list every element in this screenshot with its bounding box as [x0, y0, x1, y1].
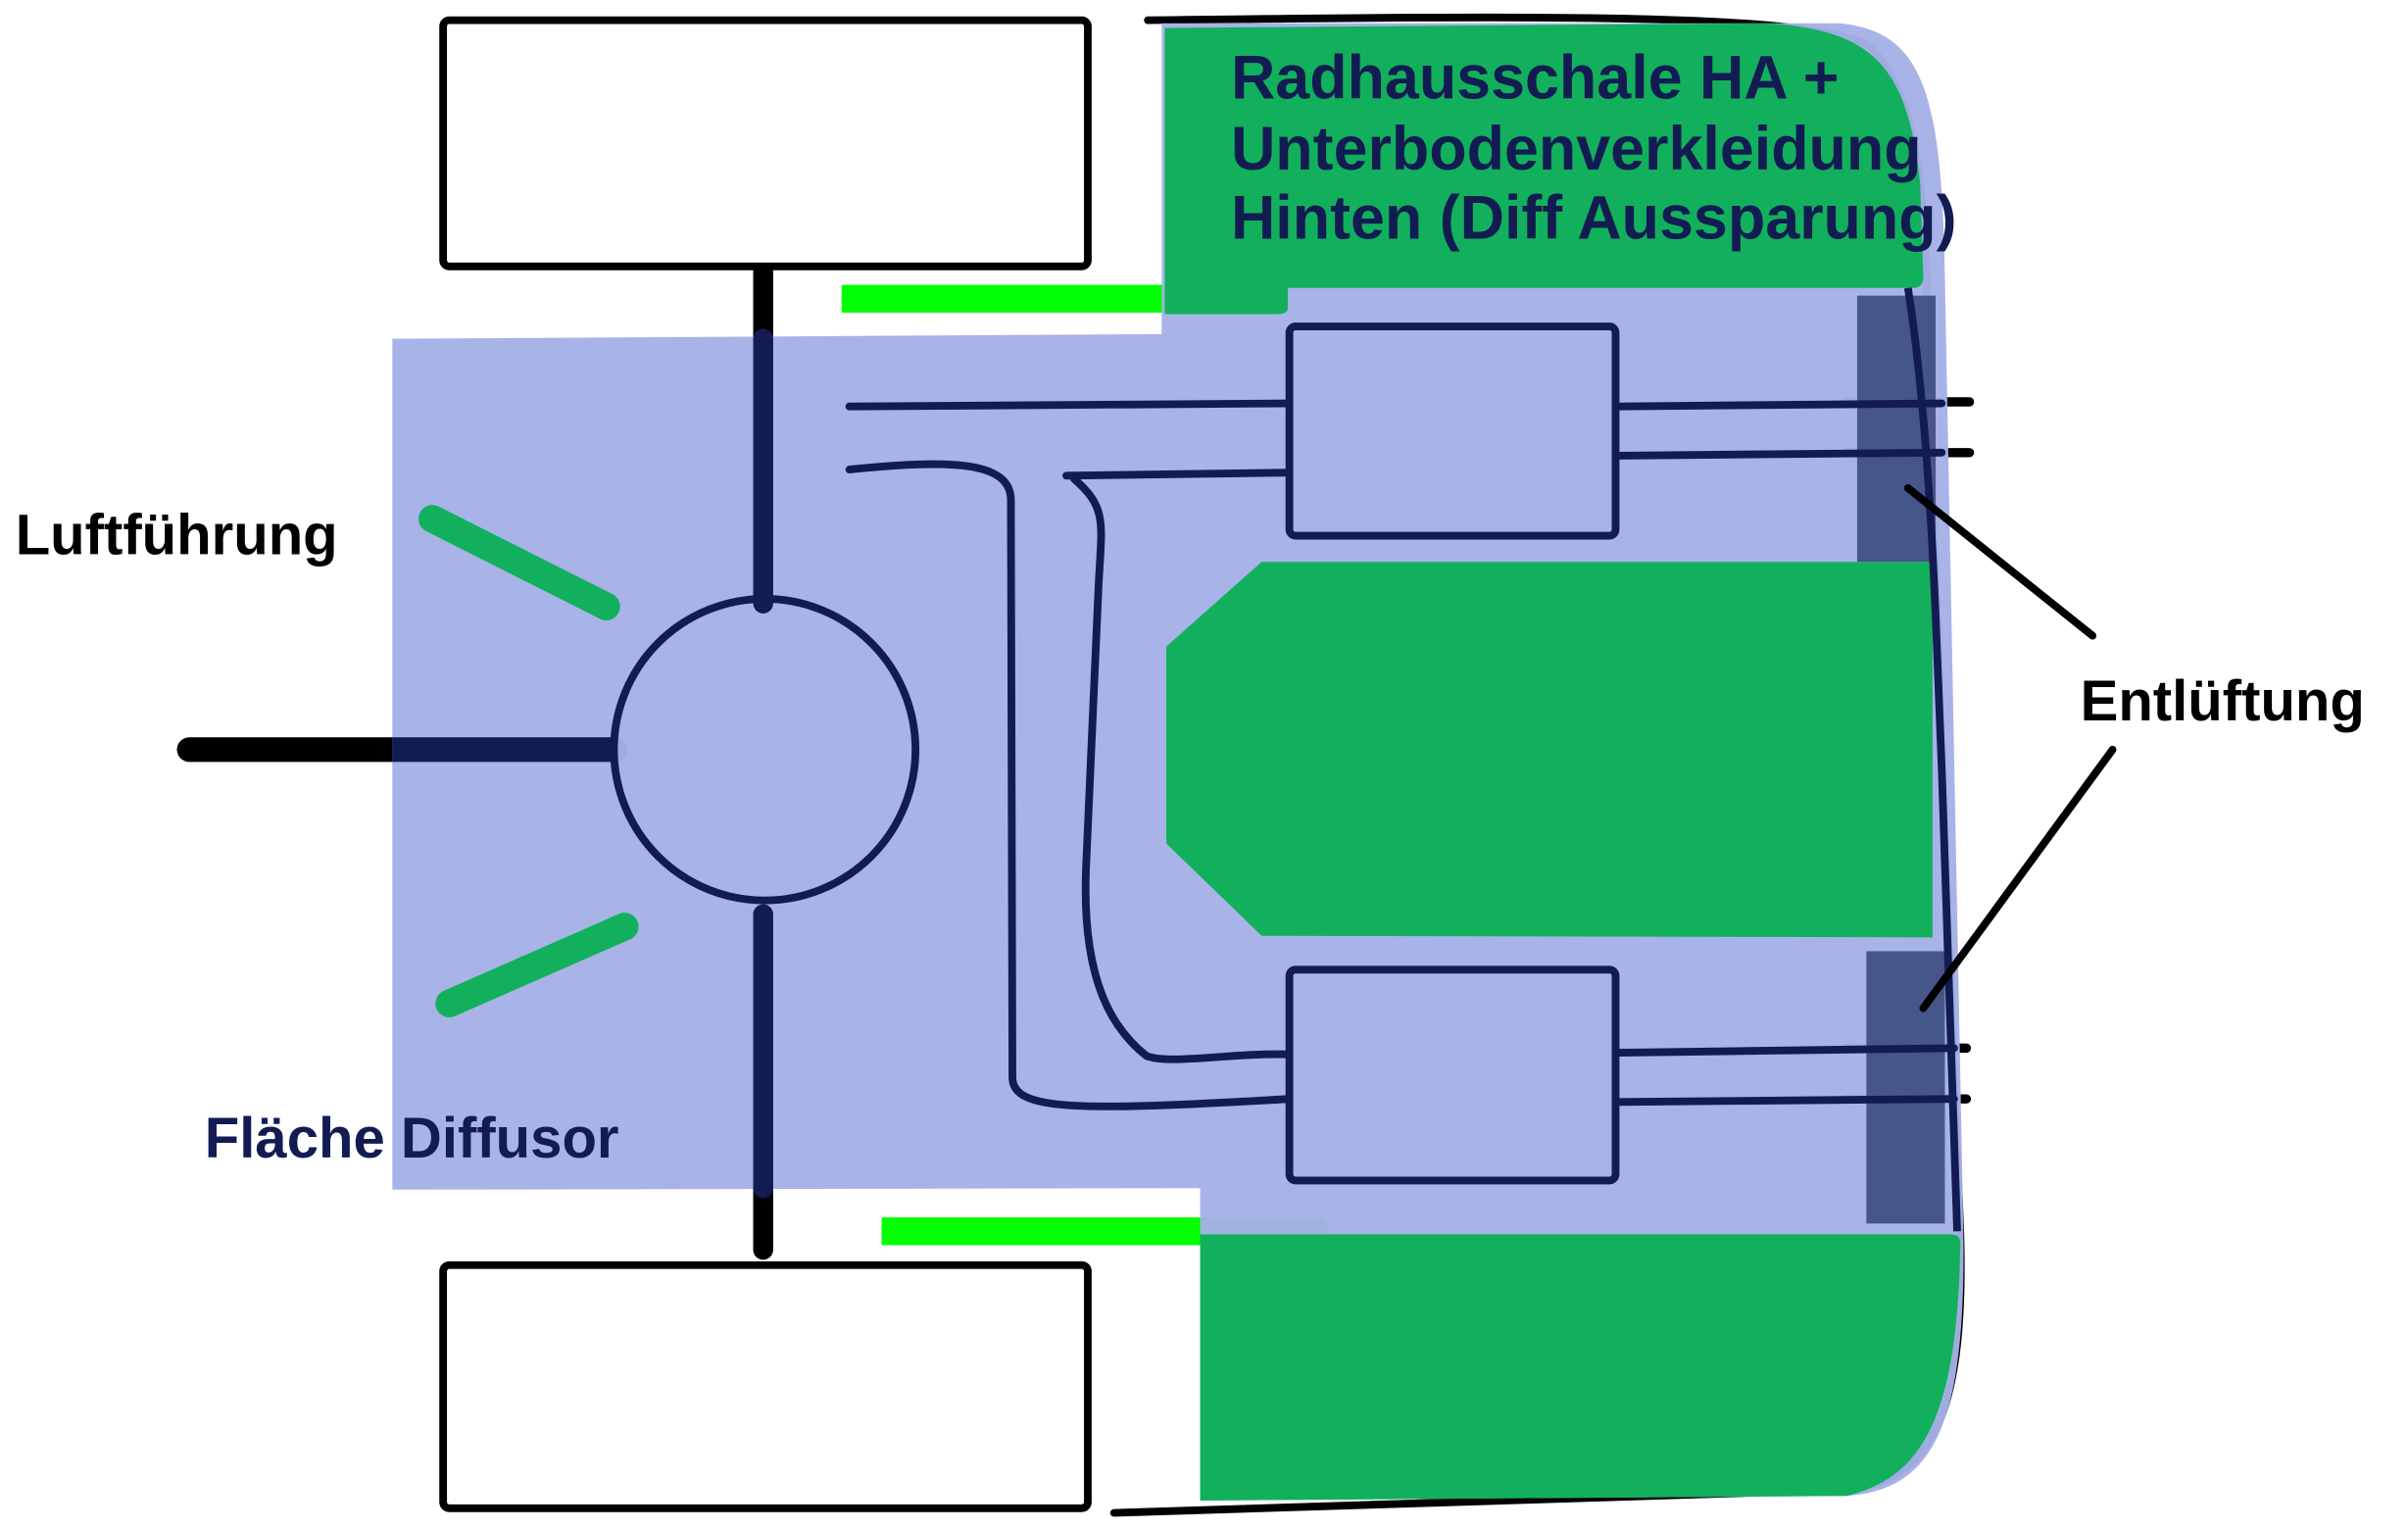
air-guide-vane-top	[418, 505, 620, 620]
wheelhouse-panel-bottom	[1200, 1234, 1961, 1501]
wheelhouse-panel-top	[1164, 23, 1924, 315]
title-line-2: Unterbodenverkleidung	[1231, 115, 1922, 183]
exhaust-pipes	[845, 399, 1958, 1110]
vent-pointer-top	[1903, 483, 2097, 640]
wheel-bottom	[439, 1260, 1092, 1512]
underbody-panel-center	[1166, 562, 1933, 938]
label-air-guide: Luftführung	[16, 503, 338, 567]
label-ventilation: Entlüftung	[2081, 669, 2365, 733]
label-diffuser-area: Fläche Diffusor	[205, 1107, 619, 1170]
wheel-top	[439, 16, 1092, 271]
vent-pointer-bottom	[1919, 745, 2117, 1012]
title-line-1: Radhausschale HA +	[1231, 44, 1839, 113]
title-line-3: Hinten (Diff Aussparung)	[1231, 184, 1957, 253]
muffler-top	[1285, 322, 1620, 540]
air-guide-vane-bottom	[435, 913, 639, 1017]
muffler-bottom	[1285, 965, 1620, 1185]
differential	[610, 595, 920, 905]
